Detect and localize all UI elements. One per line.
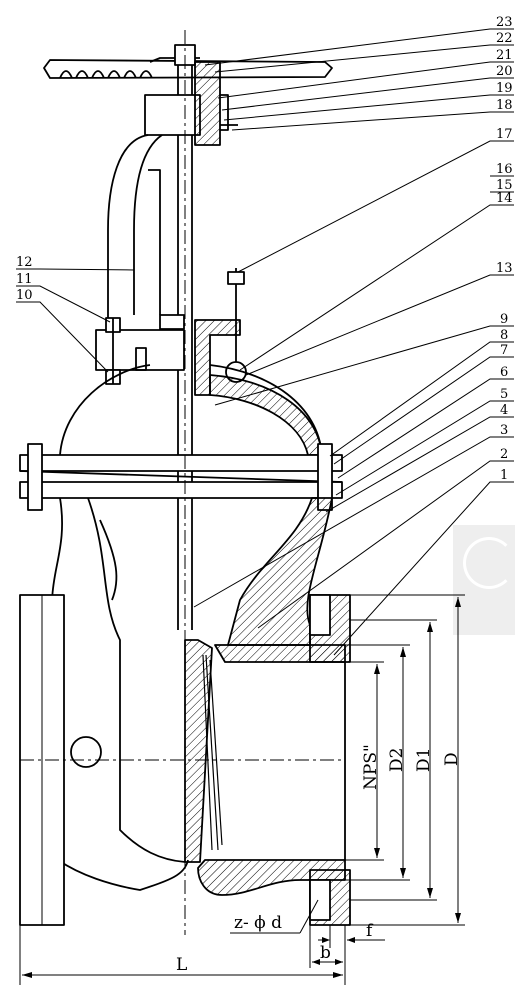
callout-11: 11: [16, 272, 33, 287]
callout-1: 1: [500, 468, 508, 483]
callout-5: 5: [500, 387, 508, 402]
callout-22: 22: [496, 31, 513, 46]
dimension-labels: NPS" D2 D1 D z- ϕ d f b L: [176, 744, 462, 975]
dim-d2: D2: [387, 748, 407, 772]
watermark-logo: [453, 525, 515, 635]
yoke-nut: [194, 61, 238, 146]
callout-labels: 23 22 21 20 19 18 17 16 15 14 13 9 8 7 6…: [16, 15, 513, 483]
dimension-arrows: [22, 597, 461, 978]
callout-6: 6: [500, 365, 508, 380]
callout-18: 18: [496, 98, 513, 113]
callout-8: 8: [500, 328, 508, 343]
dim-d1: D1: [414, 748, 434, 772]
callout-15: 15: [496, 178, 513, 193]
callout-23: 23: [496, 15, 513, 30]
dim-nps: NPS": [361, 744, 381, 790]
callout-9: 9: [500, 312, 508, 327]
callout-19: 19: [496, 81, 513, 96]
callout-14: 14: [496, 191, 513, 206]
callout-7: 7: [500, 343, 508, 358]
callout-13: 13: [496, 261, 513, 276]
dim-l: L: [176, 955, 187, 975]
dim-f: f: [366, 921, 374, 941]
callout-4: 4: [500, 403, 508, 418]
callout-10: 10: [16, 288, 33, 303]
leader-lines: [16, 28, 514, 656]
callout-20: 20: [496, 64, 513, 79]
wedge-disc: [184, 639, 223, 863]
callout-17: 17: [496, 127, 513, 142]
callout-21: 21: [496, 48, 513, 63]
dim-bolt-holes: z- ϕ d: [234, 913, 282, 933]
yoke-bonnet-bolting: [95, 317, 185, 385]
handwheel: [43, 57, 333, 79]
dim-d: D: [442, 752, 462, 766]
valve-body-right-section: [197, 497, 351, 926]
valve-body-left: [19, 497, 189, 926]
callout-12: 12: [16, 255, 33, 270]
bonnet: [19, 364, 343, 511]
callout-2: 2: [500, 447, 508, 462]
center-lines: [20, 30, 345, 935]
callout-16: 16: [496, 162, 513, 177]
dim-b: b: [320, 943, 331, 963]
callout-3: 3: [500, 423, 508, 438]
